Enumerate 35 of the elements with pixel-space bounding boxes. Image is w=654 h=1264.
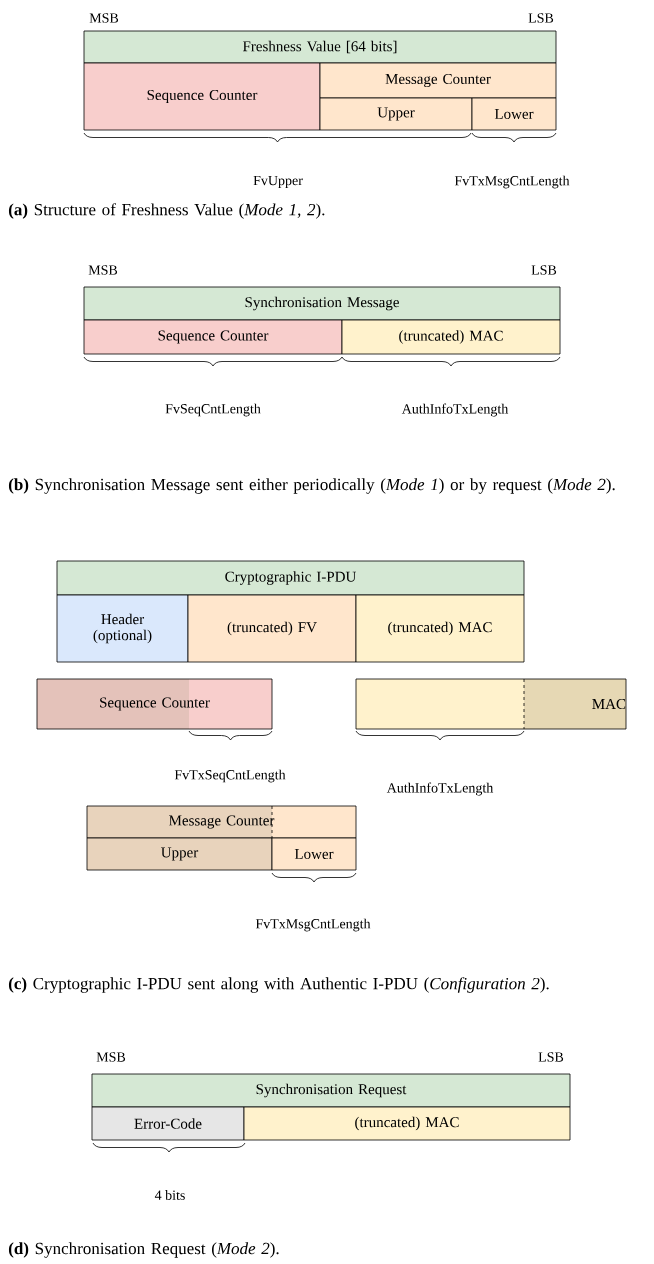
caption: (a) Structure of Freshness Value (Mode 1, 2). — [8, 203, 325, 219]
field-box: Sequence Counter — [83, 62, 321, 131]
length-label: AuthInfoTxLength — [386, 782, 494, 796]
field-box: Lower — [471, 97, 557, 131]
caption: (c) Cryptographic I-PDU sent along with Authentic I-PDU (Configuration 2). — [8, 977, 549, 993]
field-box: Upper — [86, 837, 273, 871]
field-box: Header (optional) — [56, 594, 189, 663]
field-box: (truncated) MAC — [243, 1106, 571, 1141]
length-label: LSB — [528, 13, 554, 23]
field-box: (truncated) MAC — [355, 594, 525, 663]
node-label: Message Counter — [385, 73, 491, 88]
field-box: Synchronisation Message — [83, 286, 561, 321]
field-box: Message Counter — [86, 805, 357, 839]
field-box: Upper — [319, 97, 473, 131]
node-label: Upper — [377, 107, 415, 121]
field-box: Freshness Value [64 bits] — [83, 30, 557, 64]
caption: (d) Synchronisation Request (Mode 2). — [8, 1242, 279, 1258]
field-box: Error-Code — [91, 1106, 245, 1141]
field-box: (truncated) MAC — [341, 319, 561, 355]
field-box: Synchronisation Request — [91, 1073, 571, 1108]
field-box: Sequence Counter — [83, 319, 343, 355]
field-box: MAC — [355, 678, 627, 730]
length-label: 4 bits — [154, 1190, 185, 1200]
caption: (b) Synchronisation Message sent either periodically (Mode 1) or by request (Mode 2). — [8, 478, 615, 494]
field-box: Lower — [271, 837, 357, 871]
length-label: FvSeqCntLength — [165, 403, 261, 417]
length-label: MSB — [89, 13, 119, 23]
length-label: FvUpper — [253, 175, 303, 189]
field-box: Cryptographic I-PDU — [56, 560, 525, 596]
length-label: FvTxMsgCntLength — [454, 175, 570, 189]
length-label: FvTxMsgCntLength — [255, 918, 371, 932]
length-label: AuthInfoTxLength — [401, 403, 509, 417]
length-label: FvTxSeqCntLength — [174, 769, 286, 783]
field-box: (truncated) FV — [187, 594, 357, 663]
field-box: Sequence Counter — [36, 678, 273, 730]
